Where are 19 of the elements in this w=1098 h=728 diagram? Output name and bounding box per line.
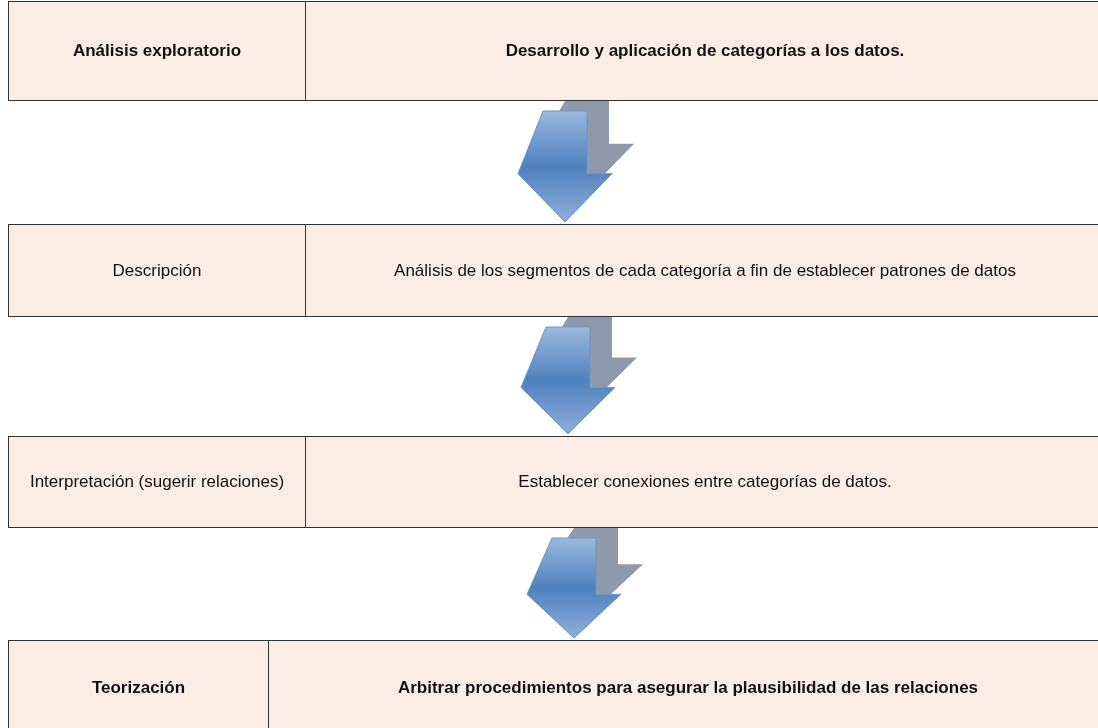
block-arrow xyxy=(520,317,637,435)
block-arrow xyxy=(517,101,634,223)
table-cell xyxy=(8,1,306,101)
table-cell xyxy=(305,436,1098,528)
block-arrow xyxy=(526,528,643,639)
table-cell xyxy=(305,224,1098,317)
step-label: Análisis exploratorio xyxy=(72,40,242,62)
step-description: Análisis de los segmentos de cada categoría a fin de establecer patrones de datos xyxy=(394,259,1016,282)
step-label: Descripción xyxy=(112,259,202,282)
table-cell xyxy=(8,436,306,528)
table-cell xyxy=(8,640,269,728)
step-description: Arbitrar procedimientos para asegurar la plausibilidad de las relaciones xyxy=(397,676,979,699)
table-cell xyxy=(8,224,306,317)
step-description: Establecer conexiones entre categorías de datos. xyxy=(518,471,892,493)
table-cell xyxy=(305,1,1098,101)
table-cell xyxy=(268,640,1098,728)
step-description: Desarrollo y aplicación de categorías a los datos. xyxy=(505,40,905,62)
step-label: Teorización xyxy=(91,676,186,699)
step-label: Interpretación (sugerir relaciones) xyxy=(29,471,285,493)
